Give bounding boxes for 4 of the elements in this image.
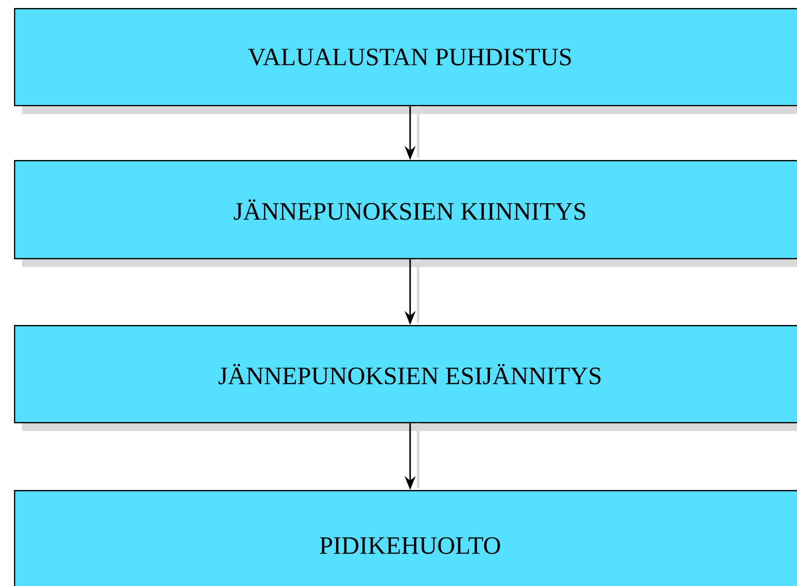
- process-box: VALUALUSTAN PUHDISTUS: [14, 8, 797, 114]
- process-box: JÄNNEPUNOKSIEN KIINNITYS: [14, 160, 797, 267]
- process-box: JÄNNEPUNOKSIEN ESIJÄNNITYS: [14, 325, 797, 431]
- process-box: PIDIKEHUOLTO: [14, 490, 797, 586]
